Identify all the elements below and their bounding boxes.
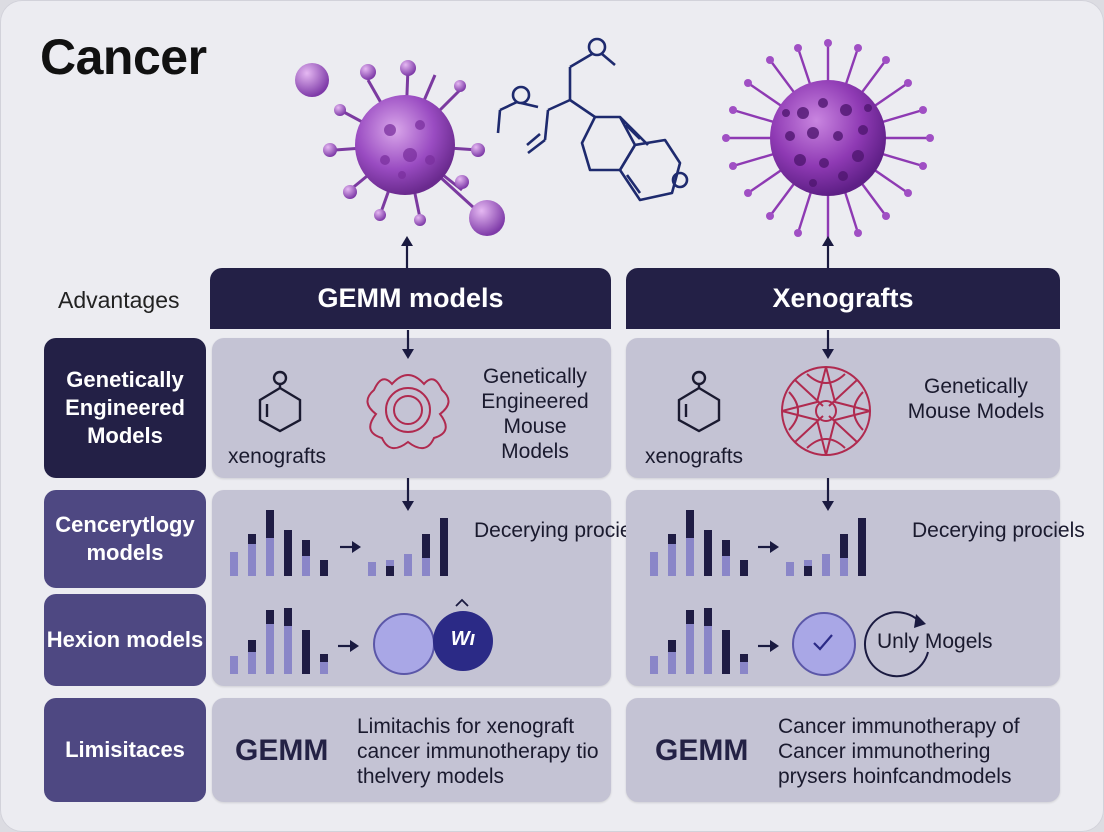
row-label-cencerytlogy: Cencerytlogy models (44, 490, 206, 588)
row-label-limisitaces: Limisitaces (44, 698, 206, 802)
molecule-icon (496, 37, 689, 202)
row-label-genetically-engineered: Genetically Engineered Models (44, 338, 206, 478)
arrow-down-icon (822, 330, 834, 359)
gemm-r4-text: Limitachis for xenograft cancer immunoth… (357, 715, 599, 788)
column-header-xenografts: Xenografts (626, 268, 1060, 329)
bar-chart-icon (650, 510, 748, 576)
bar-chart-icon (230, 510, 328, 576)
row-label-hexion: Hexion models (44, 594, 206, 686)
chevron-up-icon (455, 598, 469, 607)
bar-chart-icon (650, 608, 748, 674)
refresh-icon (863, 611, 929, 678)
gemm-panel-row4 (212, 698, 611, 802)
arrow-right-icon (338, 640, 359, 652)
column-header-gemm: GEMM models (210, 268, 611, 329)
virus-icon (722, 39, 934, 240)
bar-chart-icon (368, 518, 448, 576)
arrow-down-icon (402, 478, 414, 511)
benzene-ring-icon (677, 370, 721, 433)
arrow-down-icon (822, 478, 834, 511)
xeno-panel-row4 (626, 698, 1060, 802)
light-circle (373, 613, 435, 675)
xeno-r2-text: Decerying prociels (912, 519, 1085, 542)
xeno-panel-row1 (626, 338, 1060, 478)
flower-ring-icon (366, 374, 450, 449)
xeno-r4-text: Cancer immunotherapy of Cancer immunothe… (778, 715, 1020, 788)
arrow-right-icon (758, 541, 779, 553)
bar-chart-icon (230, 608, 328, 674)
arrow-up-icon (401, 236, 413, 270)
gemm-r1-caption: xenografts (228, 445, 327, 468)
virus-icon (295, 60, 505, 236)
arrow-right-icon (758, 640, 779, 652)
check-circle (792, 612, 856, 676)
benzene-ring-icon (258, 370, 302, 433)
gemm-r1-text: Genetically Engineered Mouse Models (481, 365, 589, 463)
xeno-r3-text: Unly Mogels (877, 630, 993, 653)
dark-circle-label: Wı (450, 628, 476, 650)
xeno-r1-text: Genetically Mouse Models (907, 375, 1045, 423)
gemm-r4-label: GEMM (235, 734, 329, 767)
arrow-right-icon (340, 541, 361, 553)
flower-ring-icon (781, 366, 871, 456)
bar-chart-icon (786, 518, 866, 576)
gemm-panel-row1 (212, 338, 611, 478)
checkmark-icon (813, 634, 833, 651)
arrow-down-icon (402, 330, 414, 359)
dark-circle (433, 611, 493, 671)
advantages-label: Advantages (58, 287, 180, 313)
page-title: Cancer (40, 29, 207, 85)
gemm-r2-text: Decerying prociels (474, 519, 647, 542)
xeno-r4-label: GEMM (655, 734, 749, 767)
xeno-r1-caption: xenografts (645, 445, 744, 468)
arrow-up-icon (822, 236, 834, 270)
